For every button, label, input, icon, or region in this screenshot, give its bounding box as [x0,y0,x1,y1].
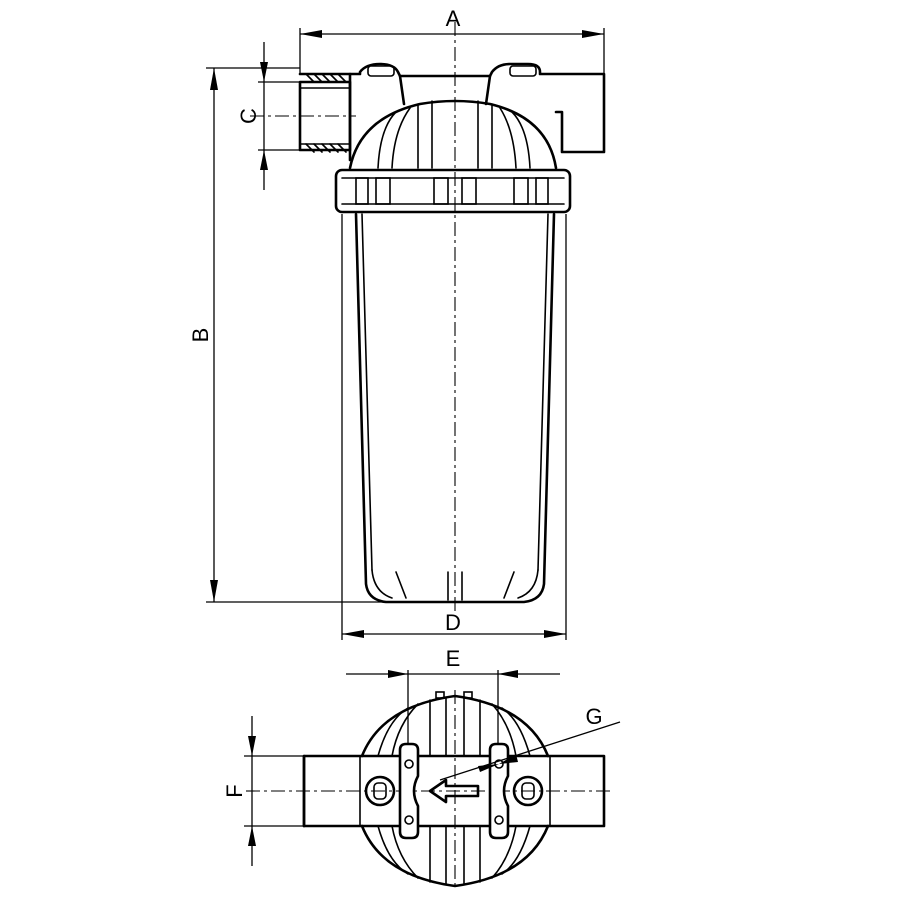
mounting-plate-left [398,742,420,840]
bolt-hole-right [512,775,544,807]
filter-bowl [354,212,556,604]
dimension-f: F [222,716,304,866]
label-e: E [446,646,461,671]
ring-nut [334,168,572,214]
bolt-boss-right [509,65,537,77]
label-d: D [445,610,461,635]
dimension-a: A [299,6,605,74]
dimension-d: D [341,214,567,640]
label-g: G [585,704,602,729]
bolt-boss-left [367,65,395,77]
dimension-b: B [188,67,386,603]
label-b: B [188,328,213,343]
top-ribs [377,691,531,885]
front-view: A B C D [188,6,606,640]
head-dome [348,99,558,170]
dimension-e: E [346,646,560,760]
mounting-plate-right [488,742,510,840]
label-a: A [446,6,461,31]
thread-hatching [305,73,347,153]
filter-head [298,62,606,170]
bolt-hole-left [364,775,396,807]
label-c: C [236,108,261,124]
head-ribs [377,100,531,169]
top-view: E [222,646,621,890]
dimension-g: G [439,704,621,781]
label-f: F [222,784,247,797]
dimension-c: C [236,42,356,190]
flow-arrow-icon [428,778,480,804]
